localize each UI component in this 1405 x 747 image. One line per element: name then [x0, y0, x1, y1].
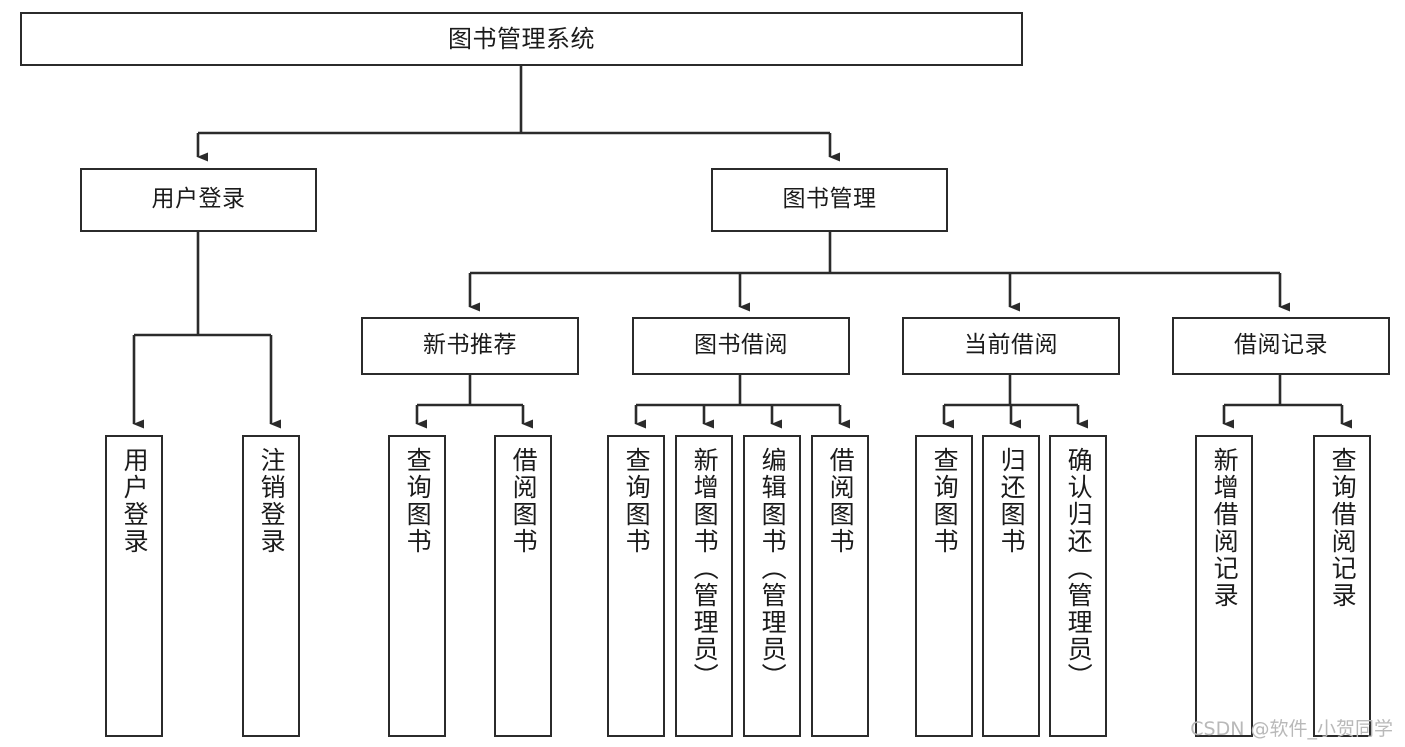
- node-label: 图书管理系统: [448, 24, 595, 53]
- leaf-query-book-1[interactable]: 查询图书: [388, 435, 446, 737]
- node-label: 图书管理: [782, 186, 877, 213]
- leaf-query-book-3[interactable]: 查询图书: [915, 435, 973, 737]
- leaf-return-book[interactable]: 归还图书: [982, 435, 1040, 737]
- node-user-login[interactable]: 用户登录: [80, 168, 317, 232]
- node-book-management[interactable]: 图书管理: [711, 168, 948, 232]
- node-new-book-recommend[interactable]: 新书推荐: [361, 317, 579, 375]
- leaf-confirm-return[interactable]: 确认归还（管理员）: [1049, 435, 1107, 737]
- leaf-borrow-book-1[interactable]: 借阅图书: [494, 435, 552, 737]
- node-label: 借阅图书: [509, 447, 539, 555]
- node-label: 查询图书: [622, 447, 652, 555]
- node-label: 查询图书: [403, 447, 433, 555]
- node-label: 新增借阅记录: [1210, 447, 1240, 609]
- node-label: 用户登录: [151, 186, 246, 213]
- node-label: 确认归还（管理员）: [1064, 447, 1094, 690]
- node-label: 编辑图书（管理员）: [758, 447, 788, 690]
- leaf-user-login[interactable]: 用户登录: [105, 435, 163, 737]
- node-label: 归还图书: [997, 447, 1027, 555]
- node-root-system[interactable]: 图书管理系统: [20, 12, 1023, 66]
- leaf-edit-book[interactable]: 编辑图书（管理员）: [743, 435, 801, 737]
- leaf-query-book-2[interactable]: 查询图书: [607, 435, 665, 737]
- node-label: 新增图书（管理员）: [690, 447, 720, 690]
- node-label: 当前借阅: [964, 332, 1058, 359]
- node-label: 借阅记录: [1234, 332, 1328, 359]
- node-label: 用户登录: [120, 447, 150, 555]
- csdn-watermark: CSDN @软件_小贺同学: [1190, 718, 1393, 740]
- node-current-borrow[interactable]: 当前借阅: [902, 317, 1120, 375]
- node-label: 新书推荐: [423, 332, 517, 359]
- leaf-user-logout[interactable]: 注销登录: [242, 435, 300, 737]
- leaf-borrow-book-2[interactable]: 借阅图书: [811, 435, 869, 737]
- node-label: 注销登录: [257, 447, 287, 555]
- node-label: 查询借阅记录: [1328, 447, 1358, 609]
- leaf-query-record[interactable]: 查询借阅记录: [1313, 435, 1371, 737]
- node-label: 查询图书: [930, 447, 960, 555]
- node-label: 图书借阅: [694, 332, 788, 359]
- leaf-add-book[interactable]: 新增图书（管理员）: [675, 435, 733, 737]
- node-book-borrow[interactable]: 图书借阅: [632, 317, 850, 375]
- node-borrow-record[interactable]: 借阅记录: [1172, 317, 1390, 375]
- node-label: 借阅图书: [826, 447, 856, 555]
- leaf-add-record[interactable]: 新增借阅记录: [1195, 435, 1253, 737]
